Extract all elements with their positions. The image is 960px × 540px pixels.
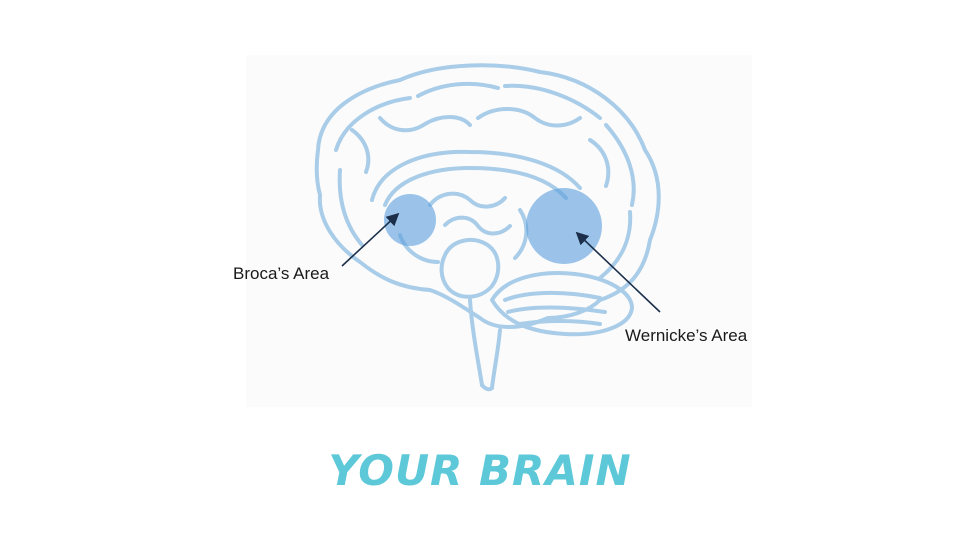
wernicke-arrow [575,231,661,313]
broca-area-highlight [384,194,436,246]
slide-title: YOUR BRAIN [328,446,632,495]
broca-area-label: Broca’s Area [233,264,330,283]
brain-outline [314,63,661,392]
broca-arrow [341,212,400,267]
wernicke-area-label: Wernicke’s Area [625,326,748,345]
wernicke-area-highlight [526,188,602,264]
